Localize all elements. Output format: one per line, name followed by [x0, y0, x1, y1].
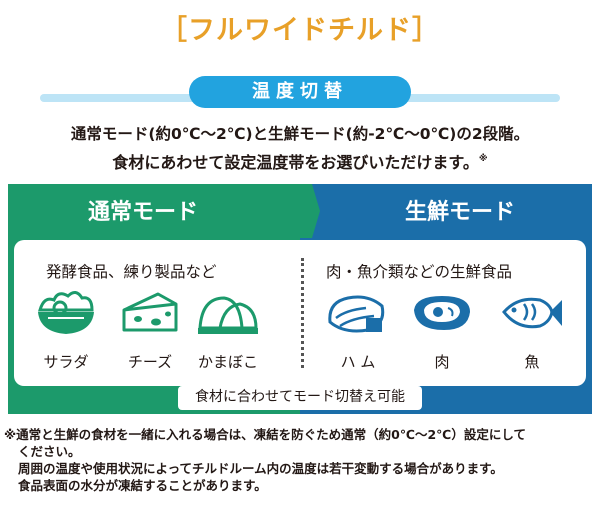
ham-icon — [328, 295, 385, 333]
cheese-icon — [122, 292, 178, 332]
normal-mode-subtitle: 発酵食品、練り製品など — [46, 263, 217, 281]
footnote-2: 周囲の温度や使用状況によってチルドルーム内の温度は若干変動する場合があります。 — [18, 461, 503, 476]
normal-mode-label: 通常モード — [88, 200, 199, 225]
ham-label: ハ ム — [340, 353, 376, 371]
fresh-mode-subtitle: 肉・魚介類などの生鮮食品 — [326, 263, 513, 281]
footnote-1-continued: ください。 — [18, 444, 81, 459]
description-line-1: 通常モード(約0℃〜2℃)と生鮮モード(約-2℃〜0℃)の2段階。 — [70, 125, 530, 143]
fish-label: 魚 — [524, 353, 540, 371]
page-heading: ［フルワイドチルド］ — [160, 15, 440, 46]
mode-switch-note: 食材に合わせてモード切替え可能 — [178, 386, 422, 410]
footnote-1: ※通常と生鮮の食材を一緒に入れる場合は、凍結を防ぐため通常（約0℃〜2℃）設定に… — [4, 427, 526, 442]
description-text: 食材にあわせて設定温度帯をお選びいただけます。 — [112, 153, 479, 172]
dotted-divider — [301, 258, 304, 368]
salad-icon — [38, 291, 94, 334]
mode-arrow-divider — [298, 184, 320, 238]
footnote-mark: ※ — [478, 154, 488, 164]
kamaboko-label: かまぼこ — [197, 353, 258, 371]
temperature-switch-badge: 温度切替 — [189, 76, 411, 108]
modes-content-box — [14, 240, 586, 386]
fish-icon — [502, 297, 562, 329]
meat-icon — [414, 296, 470, 330]
footnote-3: 食品表面の水分が凍結することがあります。 — [18, 478, 267, 493]
fresh-mode-label: 生鮮モード — [405, 200, 516, 225]
salad-label: サラダ — [43, 353, 89, 371]
cheese-label: チーズ — [127, 353, 173, 371]
kamaboko-icon — [198, 296, 258, 334]
description-line-2: 食材にあわせて設定温度帯をお選びいただけます。※ — [0, 149, 600, 173]
meat-label: 肉 — [434, 353, 450, 371]
